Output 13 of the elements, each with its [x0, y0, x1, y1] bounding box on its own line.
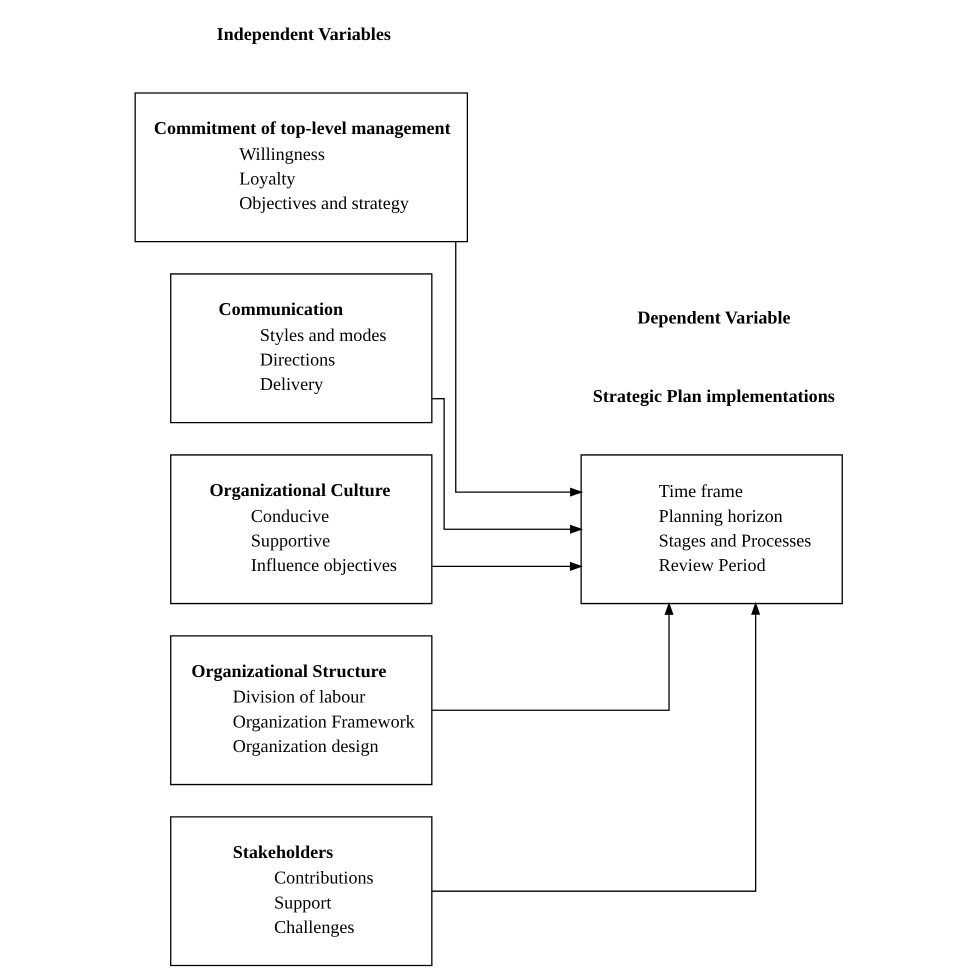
arrow — [432, 602, 760, 892]
arrow — [432, 602, 674, 711]
label: Strategic Plan implementations — [592, 386, 835, 406]
node-box: Organizational Culture Conducive Supportive Influence objectives — [170, 454, 432, 604]
node-box: Stakeholders Contributions Support Challenges — [170, 816, 432, 966]
node-box: Commitment of top-level management Willingness Loyalty Objectives and strategy — [134, 92, 468, 242]
label: Independent Variables — [216, 24, 391, 44]
node-box: Communication Styles and modes Directions Delivery — [170, 273, 432, 424]
arrow — [432, 562, 583, 571]
arrow — [455, 242, 584, 497]
node-box: Time frame Planning horizon Stages and Processes Review Period — [580, 454, 843, 604]
node-box: Organizational Structure Division of labour Organization Framework Organization design — [170, 635, 432, 786]
label: Dependent Variable — [637, 307, 791, 328]
